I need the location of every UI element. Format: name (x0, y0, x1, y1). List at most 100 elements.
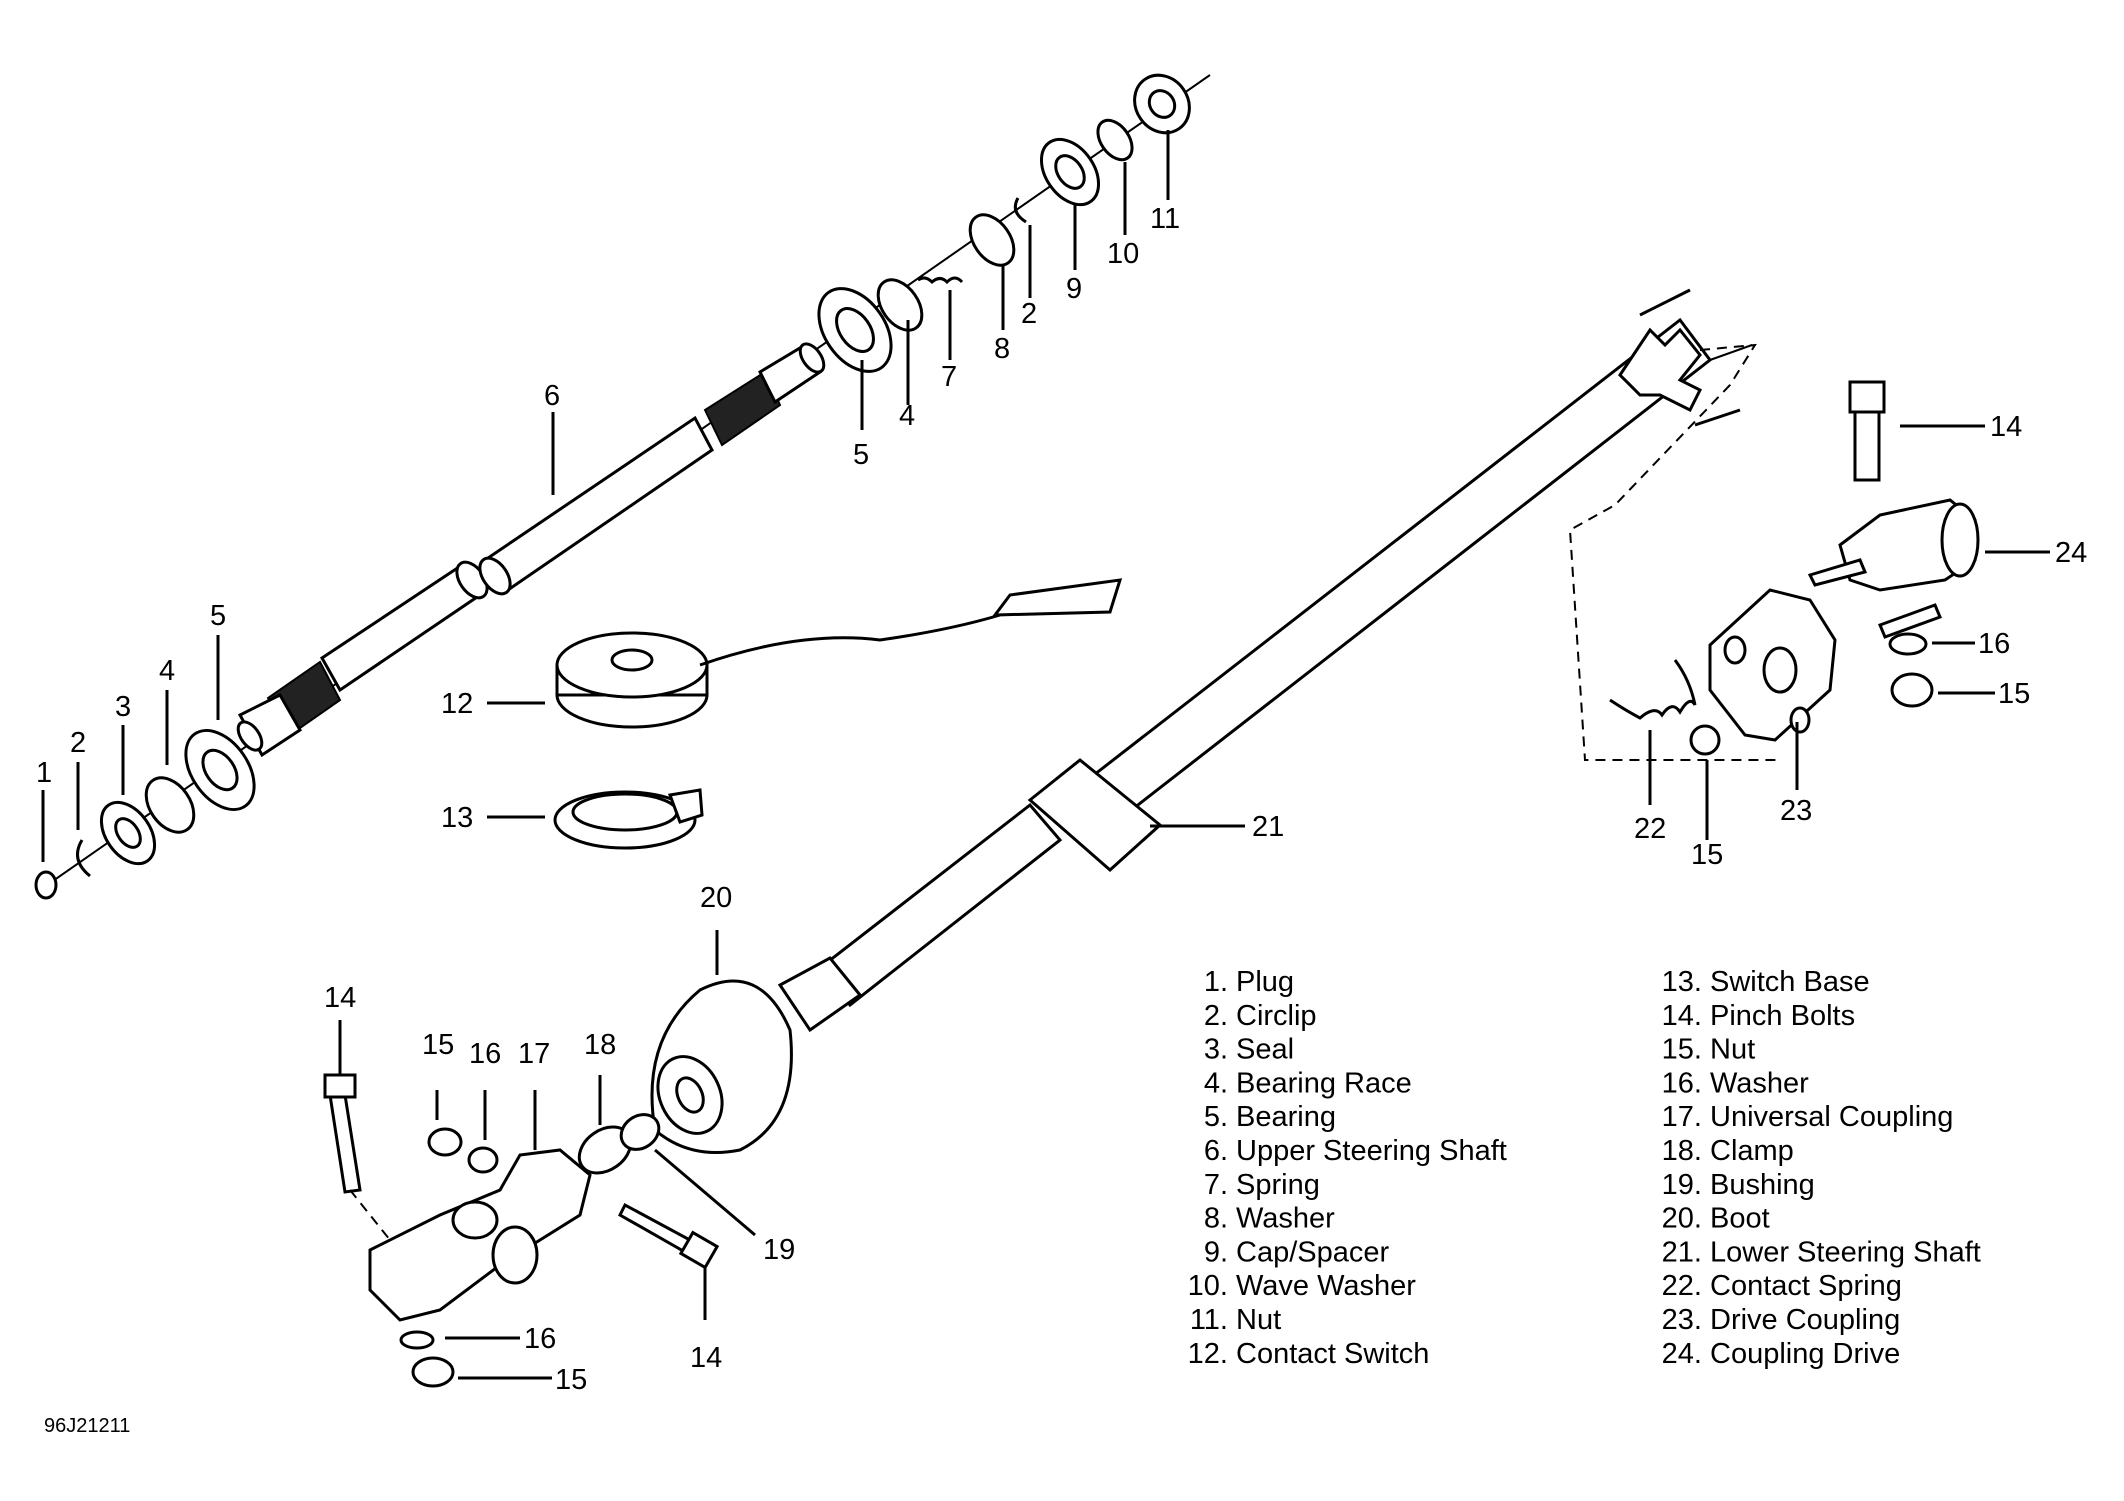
callout-4: 4 (159, 655, 175, 687)
legend-right-item-label: Universal Coupling (1710, 1101, 1953, 1133)
legend-right-item-label: Coupling Drive (1710, 1338, 1900, 1370)
legend-right-item-number: 21. (1662, 1236, 1702, 1268)
legend-right-item-number: 15. (1662, 1034, 1702, 1066)
legend-right-item-label: Boot (1710, 1203, 1770, 1235)
upper-circlip-part (1013, 197, 1027, 224)
upper-bearing-group (817, 73, 1191, 373)
legend-right-item-label: Washer (1710, 1067, 1809, 1099)
callout-14: 14 (324, 982, 356, 1014)
washer-lower-part (467, 1146, 499, 1174)
callout-2: 2 (70, 727, 86, 759)
callout-15-right: 15 (1998, 678, 2030, 710)
nut-lower-part (427, 1127, 463, 1157)
callout-5-upper: 5 (853, 439, 869, 471)
upper-shaft-assembly (34, 73, 1211, 900)
legend-left-item-number: 1. (1204, 966, 1228, 998)
legend-left-item-label: Upper Steering Shaft (1236, 1135, 1507, 1167)
legend-right-item-number: 24. (1662, 1338, 1702, 1370)
legend-right-item-number: 17. (1662, 1101, 1702, 1133)
upper-steering-shaft-upper-segment (478, 342, 826, 596)
legend-right-item-label: Switch Base (1710, 966, 1870, 998)
callout-6: 6 (544, 380, 560, 412)
legend-right-item-label: Contact Spring (1710, 1270, 1902, 1302)
legend-right-item-number: 19. (1662, 1169, 1702, 1201)
callout-15: 15 (422, 1029, 454, 1061)
callout-5: 5 (210, 600, 226, 632)
lower-coupling-group (323, 1073, 720, 1388)
callout-8: 8 (994, 333, 1010, 365)
legend-left-item-number: 12. (1188, 1338, 1228, 1370)
legend-left-item-label: Seal (1236, 1034, 1294, 1066)
legend-left-item-number: 9. (1204, 1236, 1228, 1268)
legend-left-item-label: Contact Switch (1236, 1338, 1429, 1370)
legend-right-item-label: Nut (1710, 1034, 1755, 1066)
callout-14-right: 14 (1990, 411, 2022, 443)
right-coupling-group (1609, 380, 1980, 756)
callout-7: 7 (941, 361, 957, 393)
legend-right-item-label: Pinch Bolts (1710, 1000, 1855, 1032)
callout-13: 13 (441, 802, 473, 834)
legend-left-item-label: Spring (1236, 1169, 1320, 1201)
pinch-bolt-lower-part (618, 1202, 692, 1255)
legend-left-item-number: 6. (1204, 1135, 1228, 1167)
callout-11: 11 (1150, 203, 1180, 235)
callout-9: 9 (1066, 273, 1082, 305)
legend-left-item-number: 3. (1204, 1034, 1228, 1066)
washer-right-part (1888, 632, 1928, 656)
legend-left-item-label: Nut (1236, 1304, 1281, 1336)
legend-left-item-label: Circlip (1236, 1000, 1317, 1032)
callout-15-center: 15 (1691, 839, 1723, 871)
legend-right-item-number: 22. (1662, 1270, 1702, 1302)
upper-bearing-race-part (876, 278, 924, 332)
legend-right-item-label: Clamp (1710, 1135, 1794, 1167)
legend-right-item-number: 13. (1662, 966, 1702, 998)
legend-right-item-number: 20. (1662, 1203, 1702, 1235)
callout-16-right: 16 (1978, 628, 2010, 660)
legend-left-item-number: 2. (1204, 1000, 1228, 1032)
legend-right-item-label: Bushing (1710, 1169, 1815, 1201)
legend-right-item-label: Lower Steering Shaft (1710, 1236, 1981, 1268)
callout-10: 10 (1107, 238, 1139, 270)
callout-labels: 1 2 3 4 5 6 5 4 7 8 2 9 10 11 12 13 21 2… (36, 203, 2087, 1396)
callout-24: 24 (2055, 537, 2087, 569)
lower-steering-shaft-part (777, 288, 1753, 1033)
legend-left-item-label: Washer (1236, 1203, 1335, 1235)
contact-switch-part (555, 578, 1123, 729)
boot-part (650, 979, 793, 1154)
legend-left-item-label: Wave Washer (1236, 1270, 1416, 1302)
plug-part (34, 870, 58, 900)
callout-21: 21 (1252, 811, 1284, 843)
washer-part (968, 213, 1016, 267)
callout-23: 23 (1780, 795, 1812, 827)
circlip-part (76, 839, 91, 878)
callout-16-lower: 16 (524, 1323, 556, 1355)
legend-left-item-number: 10. (1188, 1270, 1228, 1302)
legend-right-item-number: 23. (1662, 1304, 1702, 1336)
spring-part (917, 276, 964, 285)
legend-left-item-number: 5. (1204, 1101, 1228, 1133)
legend-left-item-label: Plug (1236, 966, 1294, 998)
bushing-part (619, 1113, 661, 1151)
nut-center-part (1689, 724, 1721, 756)
legend-right-item-number: 18. (1662, 1135, 1702, 1167)
figure-id: 96J21211 (44, 1415, 130, 1437)
legend-left-item-number: 8. (1204, 1203, 1228, 1235)
callout-17: 17 (518, 1038, 550, 1070)
legend-left-item-number: 7. (1204, 1169, 1228, 1201)
lower-bearing-group (34, 729, 256, 900)
callout-15-lower: 15 (555, 1364, 587, 1396)
legend-left-item-number: 11. (1190, 1304, 1228, 1336)
callout-4-upper: 4 (899, 400, 915, 432)
upper-steering-shaft-lower-segment (236, 560, 489, 758)
legend-left-item-label: Bearing (1236, 1101, 1336, 1133)
legend-right-item-number: 16. (1662, 1067, 1702, 1099)
callout-14-lower: 14 (690, 1342, 722, 1374)
nut-right-part (1890, 672, 1934, 708)
bearing-race-part (144, 776, 196, 834)
contact-spring-part (1609, 659, 1697, 720)
callout-22: 22 (1634, 813, 1666, 845)
pinch-bolt-part (328, 1093, 362, 1194)
callout-3: 3 (115, 691, 131, 723)
